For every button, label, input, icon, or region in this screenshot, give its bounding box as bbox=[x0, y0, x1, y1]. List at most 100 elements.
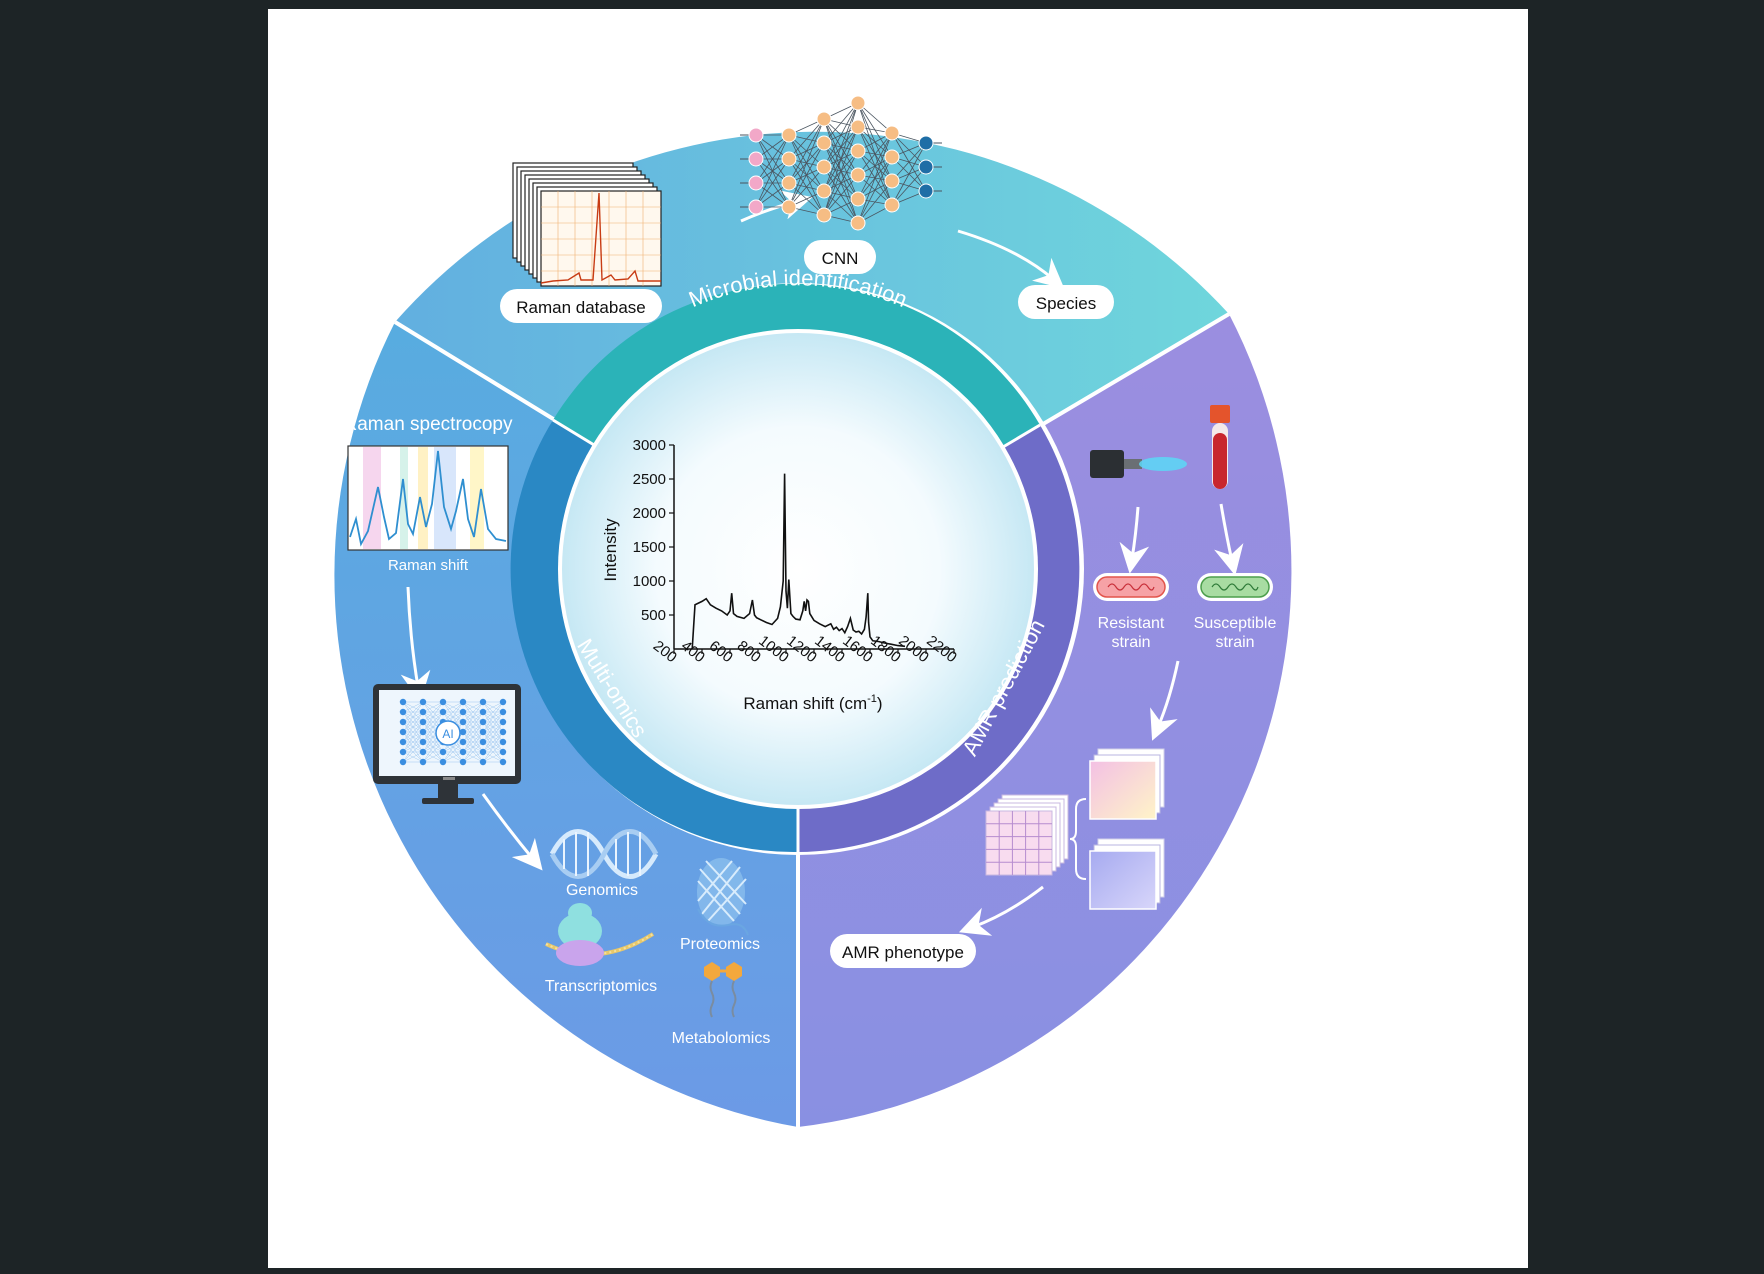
ai-node bbox=[399, 708, 407, 716]
ai-node bbox=[399, 718, 407, 726]
y-tick-label: 3000 bbox=[633, 437, 666, 454]
cnn-node bbox=[781, 199, 797, 215]
svg-text:AMR phenotype: AMR phenotype bbox=[842, 943, 964, 962]
grouping-bracket bbox=[1069, 798, 1087, 880]
ai-node bbox=[439, 748, 447, 756]
arrow-to-amr-phenotype bbox=[958, 885, 1044, 936]
susceptible-label-1: Susceptible bbox=[1194, 615, 1277, 632]
cnn-node bbox=[816, 111, 832, 127]
cnn-node bbox=[850, 95, 866, 111]
cnn-node bbox=[781, 175, 797, 191]
ai-node bbox=[499, 758, 507, 766]
amr-phenotype-label: AMR phenotype bbox=[830, 934, 976, 968]
metabolomics-label: Metabolomics bbox=[672, 1030, 771, 1047]
raman-database-label: Raman database bbox=[500, 289, 662, 323]
cnn-node bbox=[748, 175, 764, 191]
ai-node bbox=[499, 708, 507, 716]
genomics-label: Genomics bbox=[566, 882, 638, 899]
overview-diagram: Microbial identification Multi-omics AMR… bbox=[322, 95, 1292, 1129]
cnn-node bbox=[816, 159, 832, 175]
ai-node bbox=[399, 748, 407, 756]
ai-node bbox=[499, 738, 507, 746]
ai-node bbox=[439, 698, 447, 706]
ai-node bbox=[459, 718, 467, 726]
ai-node bbox=[479, 738, 487, 746]
cnn-node bbox=[918, 183, 934, 199]
ai-node bbox=[479, 698, 487, 706]
protein-structure-icon bbox=[697, 858, 749, 936]
cnn-node bbox=[748, 199, 764, 215]
ai-node bbox=[479, 728, 487, 736]
ai-node bbox=[459, 728, 467, 736]
arrow-to-resistant bbox=[1119, 506, 1150, 574]
ai-node bbox=[479, 718, 487, 726]
arrow-to-susceptible bbox=[1214, 503, 1244, 576]
ai-node bbox=[419, 758, 427, 766]
y-tick-label: 2500 bbox=[633, 471, 666, 488]
blood-tube-icon bbox=[1210, 405, 1230, 489]
ai-node bbox=[419, 728, 427, 736]
arrow-cnn-to-species bbox=[957, 229, 1065, 289]
ai-node bbox=[419, 738, 427, 746]
ai-node bbox=[499, 728, 507, 736]
center-circle bbox=[562, 333, 1034, 805]
ai-node bbox=[459, 758, 467, 766]
hyperspectral-cube-bottom-icon bbox=[1089, 838, 1165, 910]
proteomics-label: Proteomics bbox=[680, 936, 760, 953]
ai-badge: AI bbox=[442, 727, 453, 741]
raman-plot-intensity-label: Intensity bbox=[322, 470, 339, 526]
cnn-node bbox=[850, 167, 866, 183]
svg-text:Raman database: Raman database bbox=[516, 298, 645, 317]
ai-node bbox=[439, 708, 447, 716]
cnn-node bbox=[748, 151, 764, 167]
svg-text:CNN: CNN bbox=[822, 249, 859, 268]
cnn-node bbox=[850, 215, 866, 231]
ai-node bbox=[419, 698, 427, 706]
figure-panel: Microbial identification Multi-omics AMR… bbox=[268, 9, 1528, 1268]
ai-node bbox=[499, 698, 507, 706]
resistant-label-2: strain bbox=[1111, 634, 1150, 651]
ai-node bbox=[399, 698, 407, 706]
svg-text:Species: Species bbox=[1036, 294, 1096, 313]
ai-node bbox=[479, 708, 487, 716]
light-source-icon bbox=[1090, 450, 1187, 478]
cnn-node bbox=[884, 125, 900, 141]
spectral-grid-stack-icon bbox=[985, 794, 1069, 876]
y-tick-label: 1500 bbox=[633, 539, 666, 556]
metabolite-molecule-icon bbox=[704, 962, 742, 1018]
raman-spectroscopy-title: Raman spectrocopy bbox=[344, 414, 513, 435]
ai-node bbox=[459, 698, 467, 706]
cnn-node bbox=[748, 127, 764, 143]
ai-node bbox=[419, 718, 427, 726]
cnn-label: CNN bbox=[804, 240, 876, 274]
cnn-network-icon bbox=[740, 95, 942, 231]
hyperspectral-cube-top-icon bbox=[1089, 748, 1165, 820]
cnn-node bbox=[781, 127, 797, 143]
ai-node bbox=[479, 748, 487, 756]
y-tick-label: 2000 bbox=[633, 505, 666, 522]
ribosome-mrna-icon bbox=[545, 903, 655, 966]
ai-node bbox=[459, 748, 467, 756]
cnn-node bbox=[884, 197, 900, 213]
cnn-node bbox=[816, 207, 832, 223]
cnn-node bbox=[918, 159, 934, 175]
arrow-ai-to-omics bbox=[481, 793, 543, 871]
cnn-node bbox=[884, 149, 900, 165]
x-axis-label: Raman shift (cm-1) bbox=[743, 693, 882, 713]
y-tick-label: 1000 bbox=[633, 573, 666, 590]
ai-node bbox=[499, 718, 507, 726]
resistant-label-1: Resistant bbox=[1098, 615, 1165, 632]
raman-database-stack-icon bbox=[512, 162, 662, 287]
y-tick-label: 500 bbox=[641, 607, 666, 624]
cnn-node bbox=[850, 119, 866, 135]
raman-spectroscopy-plot: Intensity Raman shift bbox=[322, 445, 509, 574]
y-axis-label: Intensity bbox=[601, 518, 620, 582]
ai-node bbox=[399, 728, 407, 736]
cnn-node bbox=[850, 191, 866, 207]
transcriptomics-label: Transcriptomics bbox=[545, 978, 657, 995]
cnn-node bbox=[884, 173, 900, 189]
dna-helix-icon bbox=[549, 829, 659, 879]
ai-monitor-icon: AI bbox=[373, 684, 521, 804]
resistant-bacterium-icon bbox=[1093, 573, 1169, 601]
